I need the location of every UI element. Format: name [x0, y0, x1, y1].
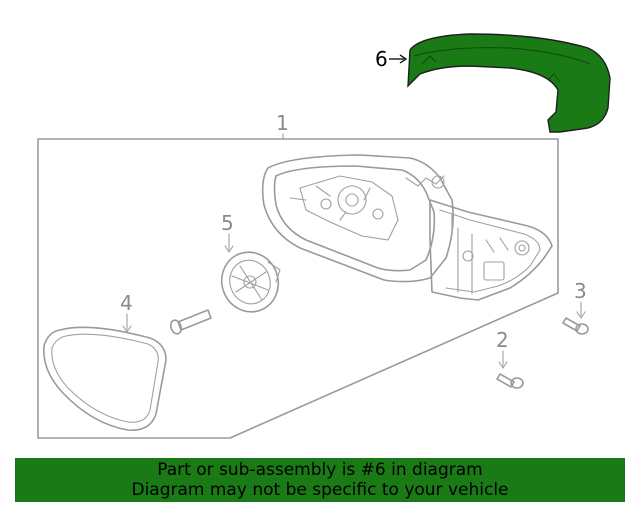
svg-text:2: 2	[496, 328, 509, 352]
svg-text:1: 1	[276, 111, 289, 135]
callout-3[interactable]: 3	[574, 279, 587, 319]
mounting-screw	[169, 309, 212, 335]
part-5-motor	[220, 251, 281, 313]
svg-text:6: 6	[375, 47, 388, 71]
callout-2[interactable]: 2	[496, 328, 509, 369]
banner-line-2: Diagram may not be specific to your vehi…	[131, 480, 509, 500]
part-4-mirror-glass	[43, 326, 167, 431]
callout-1[interactable]: 1	[276, 111, 289, 140]
svg-text:4: 4	[120, 291, 133, 315]
banner-line-1: Part or sub-assembly is #6 in diagram	[157, 460, 483, 480]
callout-6[interactable]: 6	[375, 47, 408, 71]
assembly-frame	[37, 138, 559, 439]
mirror-housing	[261, 154, 454, 283]
part-3-bolt	[562, 317, 589, 335]
callout-5[interactable]: 5	[221, 211, 234, 253]
part-2-bolt	[496, 373, 524, 389]
svg-text:3: 3	[574, 279, 587, 303]
svg-text:5: 5	[221, 211, 234, 235]
info-banner: Part or sub-assembly is #6 in diagram Di…	[15, 458, 625, 502]
part-6-mirror-cover	[407, 33, 611, 133]
callout-4[interactable]: 4	[120, 291, 133, 333]
mirror-bracket	[429, 199, 553, 301]
